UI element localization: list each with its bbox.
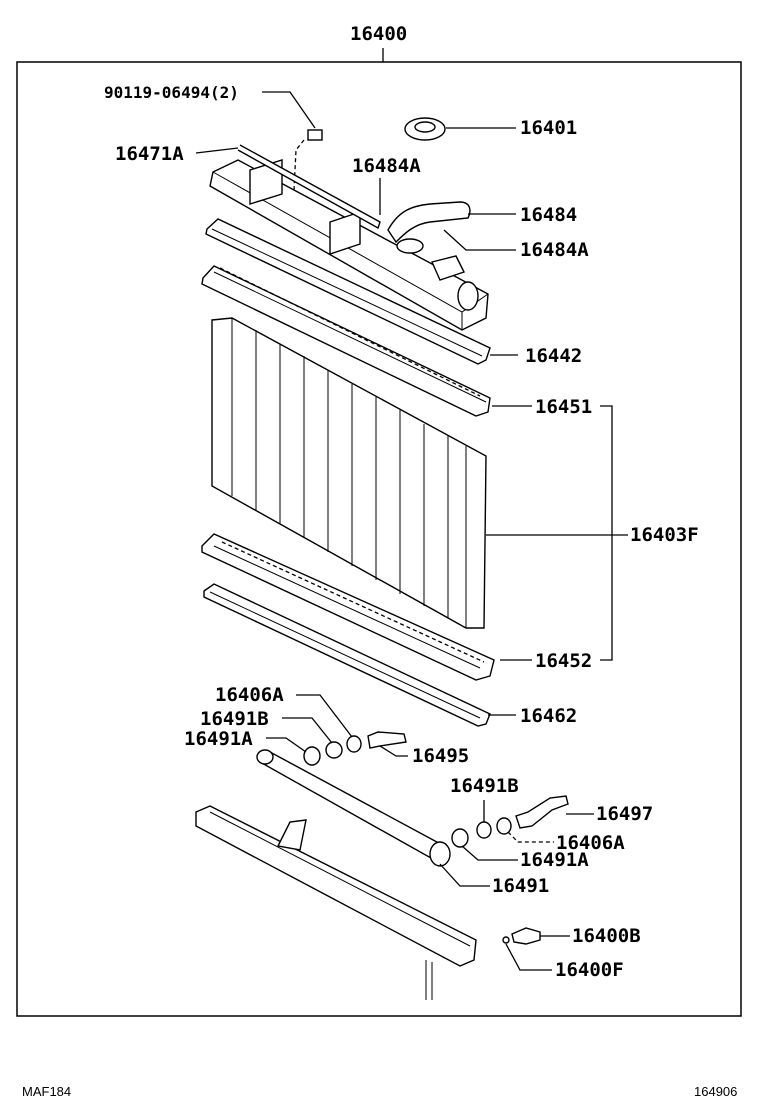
label-hose[interactable]: 16484: [520, 204, 577, 226]
assembly-frame: [16, 61, 742, 1017]
label-upper-gasket[interactable]: 16442: [525, 345, 582, 367]
label-drain-plug[interactable]: 16400F: [555, 959, 624, 981]
right-fittings: [451, 795, 569, 848]
label-union-left[interactable]: 16495: [412, 745, 469, 767]
label-nut-right[interactable]: 16406A: [556, 832, 625, 854]
label-drain-cock[interactable]: 16400B: [572, 925, 641, 947]
upper-tank: [209, 159, 489, 331]
radiator-core: [211, 317, 487, 629]
radiator-cap: [404, 117, 446, 141]
upper-plate: [201, 265, 491, 417]
label-nut-left[interactable]: 16406A: [215, 684, 284, 706]
label-bolt[interactable]: 90119-06494(2): [104, 83, 239, 102]
inlet-hose: [387, 201, 471, 244]
lower-tank: [195, 805, 477, 1000]
oil-cooler: [256, 749, 451, 867]
label-cap[interactable]: 16401: [520, 117, 577, 139]
label-upper-plate[interactable]: 16451: [535, 396, 592, 418]
lower-plate: [201, 533, 495, 681]
label-union-right[interactable]: 16497: [596, 803, 653, 825]
label-oring-right[interactable]: 16491A: [520, 849, 589, 871]
label-core[interactable]: 16403F: [630, 524, 699, 546]
label-assembly[interactable]: 16400: [350, 23, 407, 45]
lower-gasket: [203, 583, 491, 727]
label-clamp-upper[interactable]: 16484A: [352, 155, 421, 177]
label-washer-b-right[interactable]: 16491B: [450, 775, 519, 797]
drain-cock: [502, 927, 541, 945]
label-lower-gasket[interactable]: 16462: [520, 705, 577, 727]
support-rod: [237, 144, 381, 230]
label-washer-b-left[interactable]: 16491B: [200, 708, 269, 730]
footer-right-code: 164906: [694, 1084, 737, 1099]
bolt: [293, 129, 323, 191]
footer-left-code: MAF184: [22, 1084, 71, 1099]
label-rod[interactable]: 16471A: [115, 143, 184, 165]
label-cooler[interactable]: 16491: [492, 875, 549, 897]
label-lower-plate[interactable]: 16452: [535, 650, 592, 672]
upper-gasket: [205, 218, 491, 365]
label-oring-left[interactable]: 16491A: [184, 728, 253, 750]
label-clamp-lower[interactable]: 16484A: [520, 239, 589, 261]
left-fittings: [303, 731, 407, 766]
